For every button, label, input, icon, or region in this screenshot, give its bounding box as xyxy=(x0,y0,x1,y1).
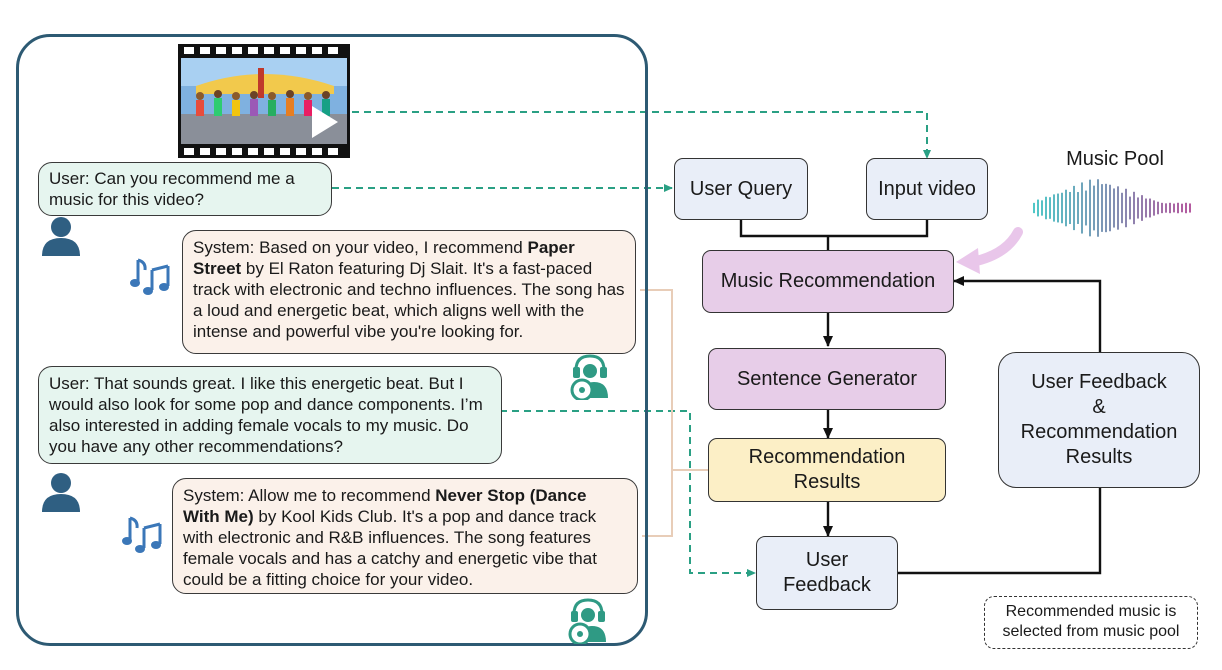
user-feedback-label: User Feedback xyxy=(783,549,871,596)
waveform-icon xyxy=(1033,179,1191,237)
sentence-generator-box: Sentence Generator xyxy=(708,348,946,410)
results-to-replies-lines xyxy=(640,289,708,537)
music-pool-title: Music Pool xyxy=(1066,148,1164,170)
music-pool-note: Recommended music is selected from music… xyxy=(984,596,1198,649)
user-query-text-2: User: That sounds great. I like this ene… xyxy=(49,374,483,456)
feedback-loop-line xyxy=(898,488,1102,575)
user-icon xyxy=(42,473,80,512)
input-video-box: Input video xyxy=(866,158,988,220)
video-to-input-arrow xyxy=(352,111,931,159)
feedback-results-line-2: & xyxy=(1092,396,1106,418)
feedback-results-line-1: User Feedback xyxy=(1031,371,1167,393)
recommendation-results-box: Recommendation Results xyxy=(708,438,946,502)
loop-to-rec-arrow xyxy=(953,276,1102,352)
user-query-box: User Query xyxy=(674,158,808,220)
pool-to-rec-arrow xyxy=(967,227,1023,267)
song-title-1: Paper Street xyxy=(193,238,575,278)
system-reply-bubble-1: System: Based on your video, I recommend… xyxy=(182,230,636,354)
play-icon[interactable] xyxy=(312,106,338,138)
feedback-results-box: User Feedback & Recommendation Results xyxy=(998,352,1200,488)
system-reply-bubble-2: System: Allow me to recommend Never Stop… xyxy=(172,478,638,594)
user-icon xyxy=(42,217,80,256)
user-query-bubble-2: User: That sounds great. I like this ene… xyxy=(38,366,502,464)
merge-lines xyxy=(739,220,929,250)
user-query-text-1: User: Can you recommend me a music for t… xyxy=(49,169,295,209)
chat-panel xyxy=(16,34,648,646)
user-feedback-box: User Feedback xyxy=(756,536,898,610)
song-title-2: Never Stop (Dance With Me) xyxy=(183,486,587,526)
feedback-results-line-3: Recommendation Results xyxy=(1020,421,1178,468)
music-recommendation-box: Music Recommendation xyxy=(702,250,954,313)
system-reply-text-2: System: Allow me to recommend Never Stop… xyxy=(183,486,597,589)
music-note-icon xyxy=(122,516,162,553)
system-reply-text-1: System: Based on your video, I recommend… xyxy=(193,238,625,341)
pool-arrow-head xyxy=(956,248,980,274)
headphone-dj-icon xyxy=(568,598,606,644)
user-query-bubble-1: User: Can you recommend me a music for t… xyxy=(38,162,332,216)
recommendation-results-label: Recommendation Results xyxy=(748,446,906,493)
music-note-icon xyxy=(130,258,170,295)
video-thumbnail[interactable] xyxy=(178,44,350,158)
headphone-dj-icon xyxy=(570,354,608,400)
query2-to-feedback-arrow xyxy=(500,410,756,577)
